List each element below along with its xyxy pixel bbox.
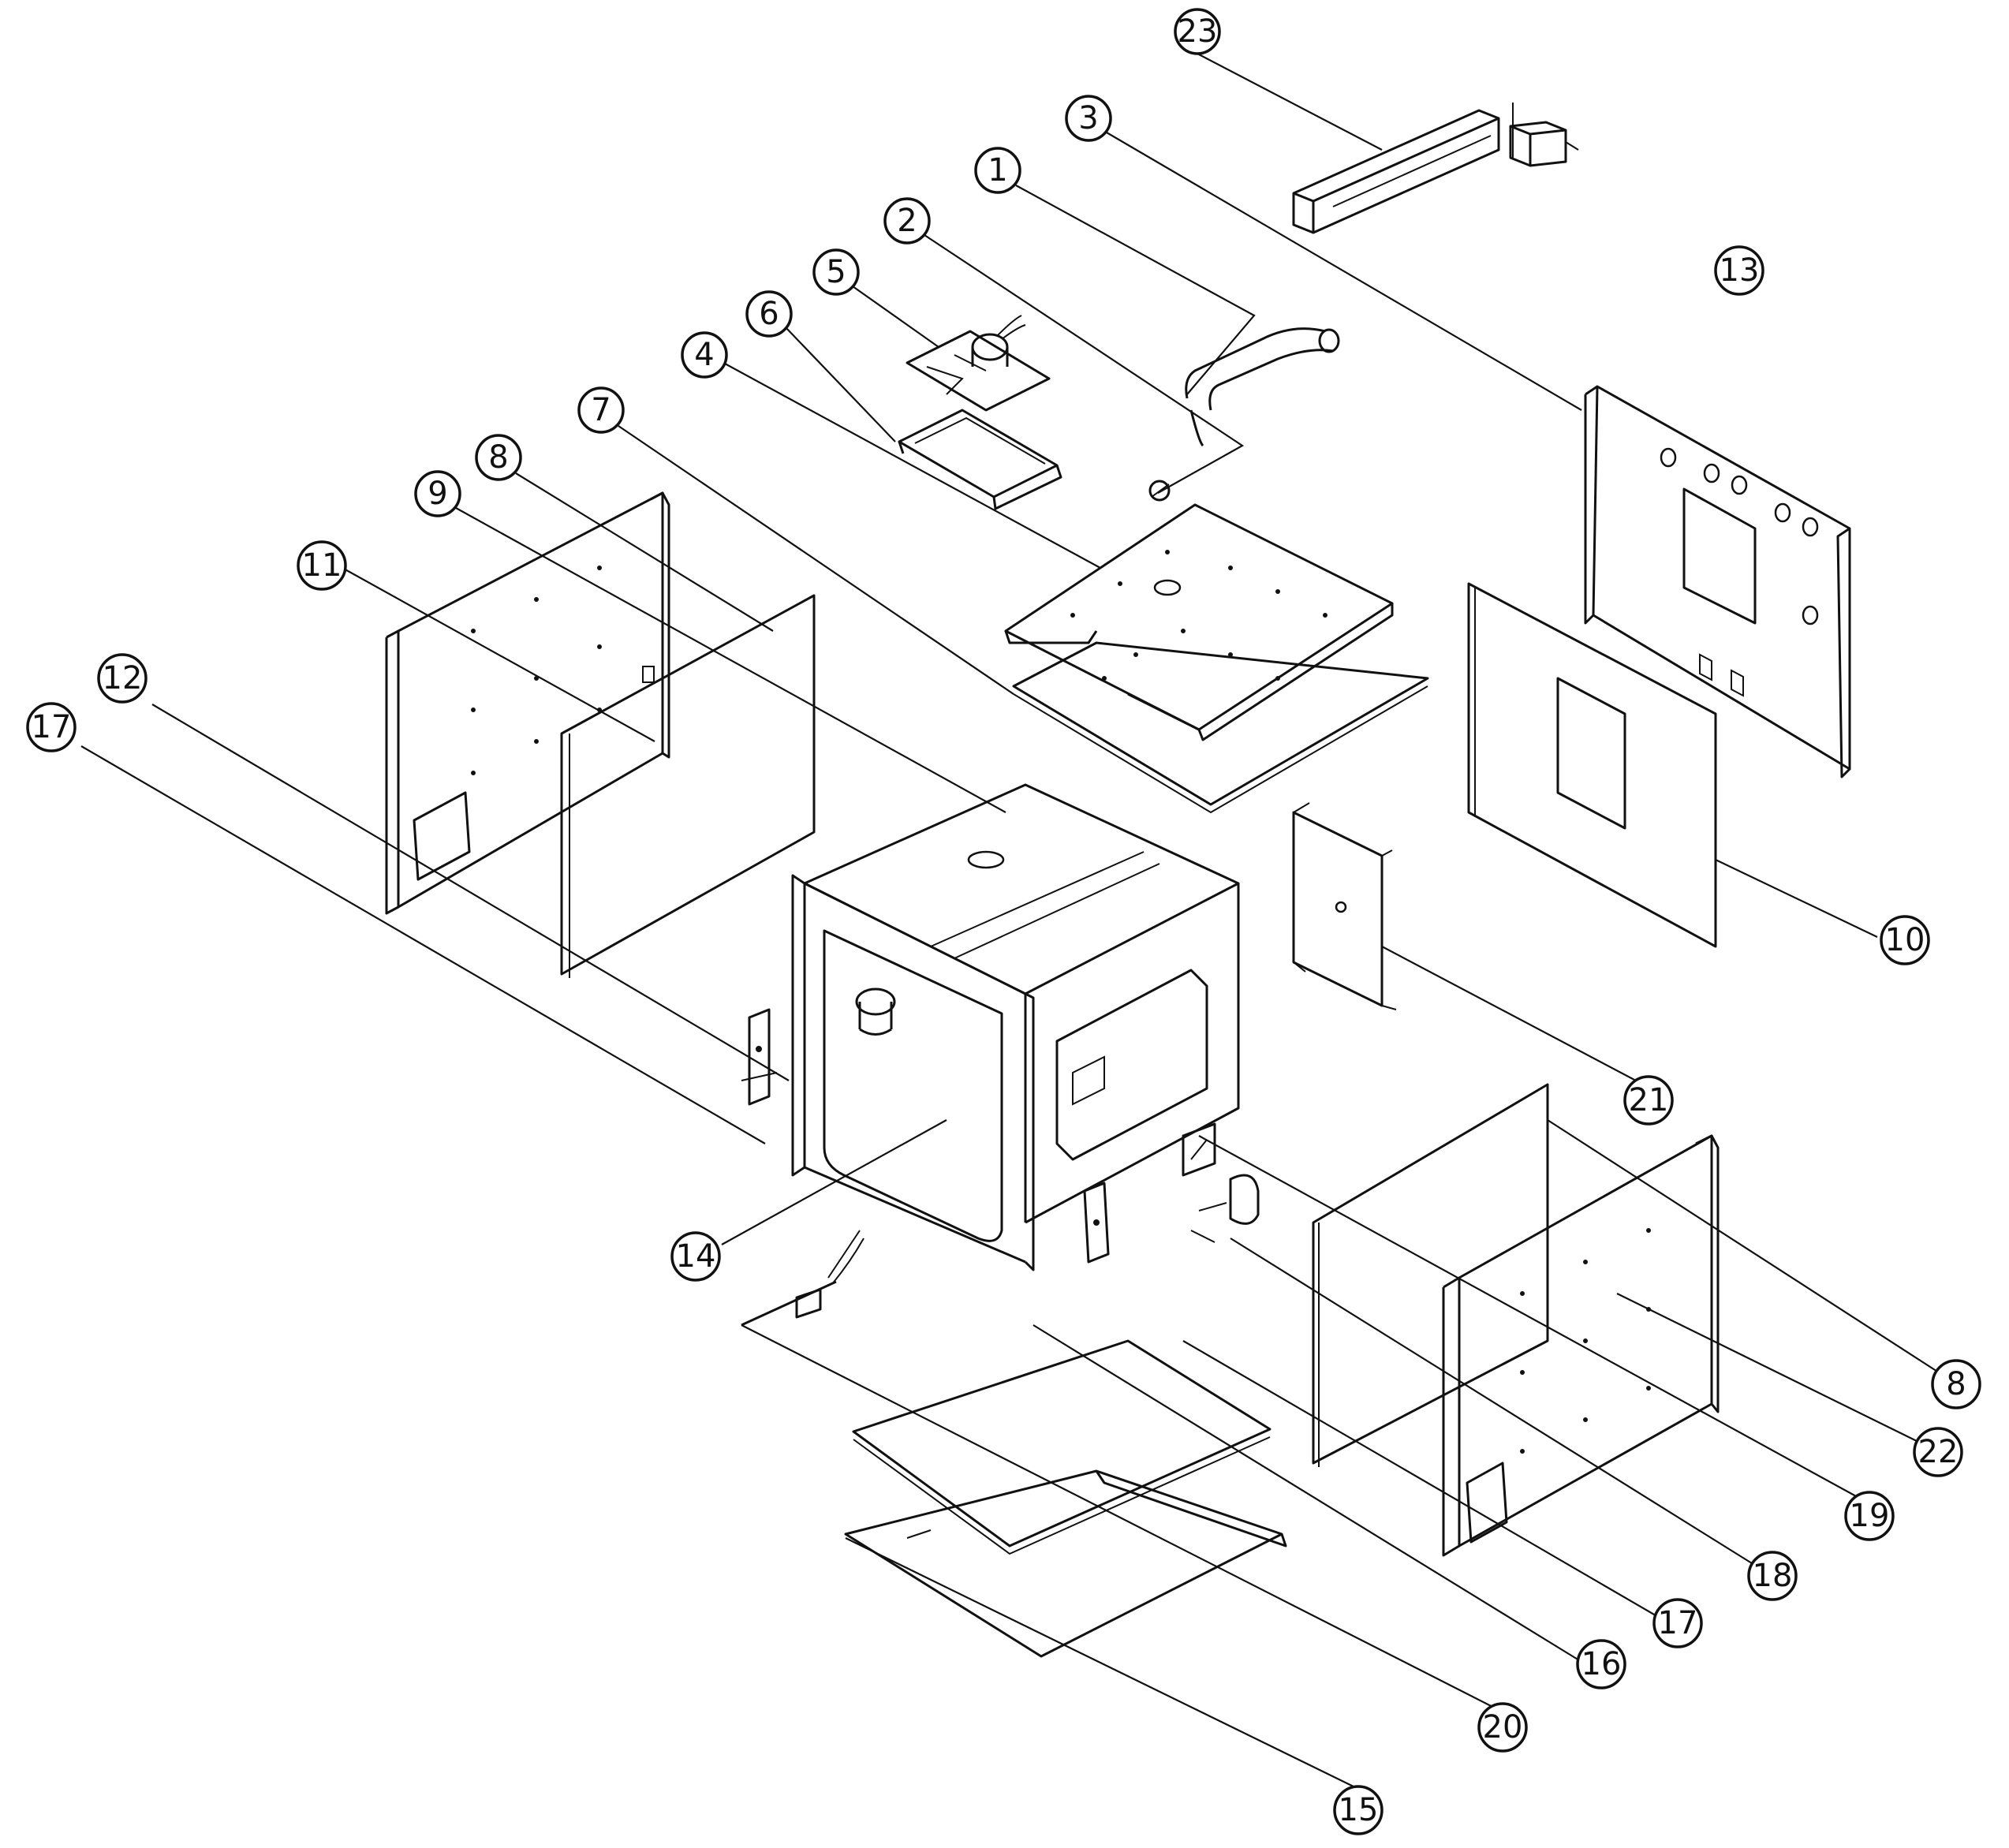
- callout-16: 16: [1576, 1639, 1626, 1689]
- callout-4: 4: [681, 331, 728, 379]
- rear-panel: [1584, 385, 1851, 778]
- svg-text:2: 2: [897, 203, 917, 239]
- svg-text:6: 6: [759, 296, 779, 332]
- callout-22: 22: [1913, 1427, 1963, 1477]
- callout-15: 15: [1333, 1785, 1384, 1835]
- svg-text:22: 22: [1918, 1434, 1959, 1470]
- bottom-insulation: [852, 1339, 1271, 1555]
- svg-text:8: 8: [488, 439, 508, 476]
- svg-text:5: 5: [826, 254, 846, 290]
- svg-text:18: 18: [1753, 1558, 1793, 1594]
- left-hinge: [741, 1008, 778, 1106]
- svg-text:14: 14: [676, 1238, 716, 1275]
- callout-19: 19: [1844, 1491, 1895, 1541]
- callout-18: 18: [1747, 1551, 1798, 1601]
- left-insulation: [560, 594, 816, 978]
- svg-text:16: 16: [1581, 1646, 1622, 1682]
- svg-text:3: 3: [1078, 100, 1098, 136]
- right-outer-side-panel: [1442, 1134, 1720, 1557]
- callout-6: 6: [745, 290, 793, 338]
- callout-14: 14: [670, 1231, 721, 1282]
- blower-motor-assembly: [906, 315, 1051, 412]
- top-panel: [1004, 503, 1394, 741]
- leader-lines: [80, 53, 1955, 1790]
- svg-text:17: 17: [32, 709, 72, 745]
- top-insulation: [1012, 641, 1429, 814]
- svg-text:12: 12: [103, 660, 143, 696]
- callout-13: 13: [1714, 245, 1764, 296]
- callout-11: 11: [297, 540, 347, 591]
- callouts: 23 3 1 2 5 6 4 7 8 9 11 12 17 13 10 21 1…: [26, 8, 1981, 1835]
- callout-10: 10: [1880, 915, 1930, 965]
- callout-1: 1: [974, 147, 1021, 194]
- callout-12: 12: [97, 653, 148, 704]
- right-insulation: [1312, 1083, 1549, 1467]
- svg-text:20: 20: [1483, 1709, 1523, 1745]
- end-cap-block: [1509, 103, 1567, 167]
- svg-text:8: 8: [1946, 1366, 1966, 1402]
- svg-text:19: 19: [1850, 1498, 1890, 1534]
- svg-text:17: 17: [1658, 1605, 1698, 1641]
- top-trim-bar: [1292, 109, 1500, 234]
- svg-text:4: 4: [694, 337, 714, 373]
- svg-text:11: 11: [302, 547, 342, 584]
- callout-9: 9: [414, 470, 461, 517]
- callout-3: 3: [1065, 95, 1112, 142]
- callout-7: 7: [577, 386, 625, 434]
- small-fitting: [1148, 480, 1171, 502]
- svg-text:1: 1: [988, 152, 1007, 189]
- svg-text:9: 9: [428, 476, 447, 512]
- callout-2: 2: [883, 197, 931, 245]
- svg-text:21: 21: [1629, 1082, 1669, 1118]
- callout-17-left: 17: [26, 702, 77, 752]
- exhaust-tube: [1185, 327, 1340, 447]
- right-hinge: [1083, 1182, 1110, 1264]
- callout-17-right: 17: [1652, 1598, 1703, 1648]
- callout-5: 5: [812, 248, 860, 296]
- callout-8-lower: 8: [1931, 1359, 1981, 1409]
- callout-23: 23: [1174, 8, 1221, 55]
- mounting-tray: [898, 409, 1062, 510]
- callout-8-upper: 8: [475, 434, 522, 481]
- back-wall-plate: [1292, 802, 1397, 1010]
- svg-text:15: 15: [1339, 1792, 1379, 1828]
- bottom-panel: [844, 1469, 1287, 1658]
- svg-text:7: 7: [591, 392, 611, 428]
- svg-text:10: 10: [1885, 922, 1925, 958]
- svg-text:23: 23: [1178, 13, 1218, 50]
- left-outer-side-panel: [385, 491, 670, 915]
- rear-insulation: [1467, 582, 1717, 948]
- callout-21: 21: [1623, 1075, 1674, 1126]
- door-latch-rod: [741, 1230, 864, 1327]
- oven-cavity-body: [791, 783, 1240, 1271]
- svg-text:13: 13: [1720, 252, 1760, 289]
- callout-20: 20: [1477, 1702, 1528, 1753]
- control-switch-and-knob: [1182, 1122, 1260, 1243]
